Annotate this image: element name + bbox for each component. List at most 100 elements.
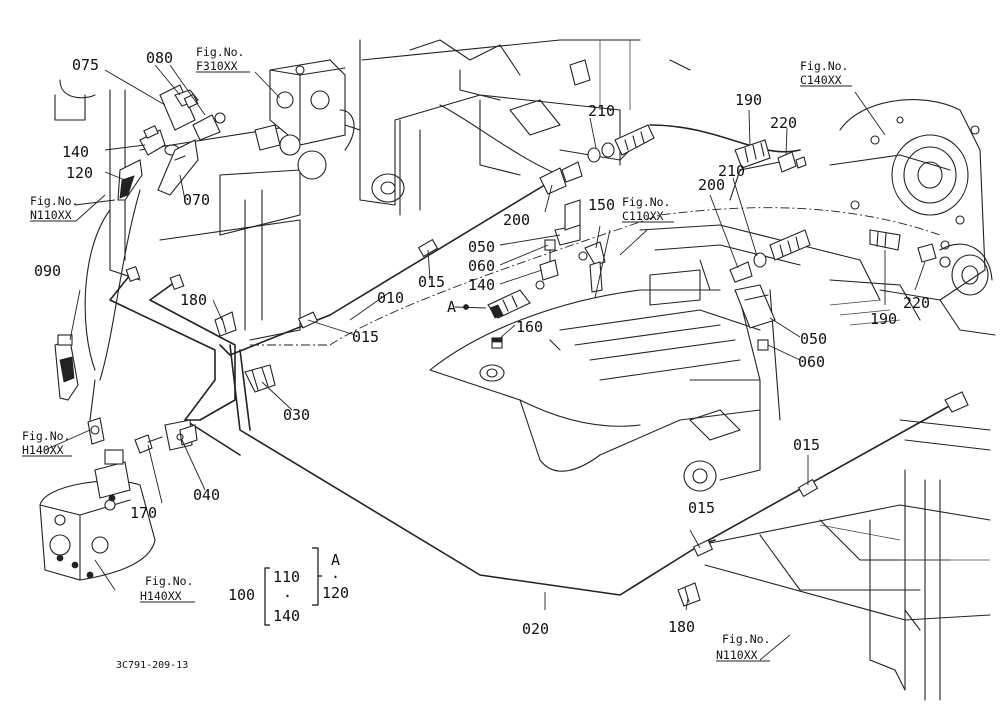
svg-text:H140XX: H140XX <box>140 589 182 603</box>
label-140-center: 140 <box>468 276 495 294</box>
label-190-upper: 190 <box>735 91 762 109</box>
hose-010-end <box>219 314 331 356</box>
label-a-ref: A <box>447 298 456 316</box>
bracket-050-right <box>734 284 776 329</box>
label-220-upper: 220 <box>770 114 797 132</box>
label-050-center: 050 <box>468 238 495 256</box>
svg-text:Fig.No.: Fig.No. <box>145 574 193 588</box>
svg-text:Fig.No.: Fig.No. <box>196 45 244 59</box>
svg-text:H140XX: H140XX <box>22 443 64 457</box>
fitting-210-right <box>753 229 811 268</box>
bolt-060-center <box>544 239 556 263</box>
label-160: 160 <box>516 318 543 336</box>
assembly-item-140: 140 <box>273 607 300 625</box>
hydraulic-lines <box>84 124 961 596</box>
label-020: 020 <box>522 620 549 638</box>
svg-text:Fig.No.: Fig.No. <box>800 59 848 73</box>
hose-left-curve <box>84 209 111 371</box>
bolt-160 <box>491 337 503 349</box>
clamp-030 <box>244 364 276 393</box>
svg-text:Fig.No.: Fig.No. <box>30 194 78 208</box>
label-015-b: 015 <box>352 328 379 346</box>
label-075: 075 <box>72 56 99 74</box>
label-080: 080 <box>146 49 173 67</box>
tractor-frame-structure <box>54 39 996 701</box>
label-170: 170 <box>130 504 157 522</box>
label-200-left: 200 <box>503 211 530 229</box>
svg-text:Fig.No.: Fig.No. <box>722 632 770 646</box>
fitting-075 <box>159 84 199 131</box>
fitting-200-left <box>539 161 583 195</box>
pipe-020 <box>229 344 961 596</box>
assembly-item-120: 120 <box>322 584 349 602</box>
assembly-item-110: 110 <box>273 568 300 586</box>
hose-fitting-090 <box>54 334 79 401</box>
svg-text:F310XX: F310XX <box>196 59 238 73</box>
label-200-right: 200 <box>698 176 725 194</box>
label-190-lower: 190 <box>870 310 897 328</box>
fitting-200-right <box>729 261 753 283</box>
label-060-right: 060 <box>798 353 825 371</box>
bracket-040 <box>164 419 198 451</box>
fig-ref-n110-upper: Fig.No. N110XX <box>30 194 106 222</box>
pipe-fittings-left <box>125 265 185 291</box>
fitting-190-upper <box>734 139 771 169</box>
bolt-170 <box>134 434 163 454</box>
fig-ref-f310: Fig.No. F310XX <box>196 45 250 73</box>
assembly-ref-a: A <box>331 551 340 569</box>
fig-ref-c140: Fig.No. C140XX <box>800 59 852 87</box>
assembly-dot-right: · <box>331 568 340 586</box>
label-015-d: 015 <box>688 499 715 517</box>
leader-lines <box>44 64 926 661</box>
fig-ref-h140-upper: Fig.No. H140XX <box>22 429 72 457</box>
assembly-legend: 100 110 · 140 A · 120 <box>228 547 349 626</box>
label-010: 010 <box>377 289 404 307</box>
fitting-210-left <box>587 124 655 163</box>
steering-unit <box>39 449 156 581</box>
svg-text:Fig.No.: Fig.No. <box>22 429 70 443</box>
end-fitting-lower-right <box>944 391 969 413</box>
svg-text:C110XX: C110XX <box>622 209 664 223</box>
label-210-right: 210 <box>718 162 745 180</box>
clamp-180-lower <box>677 582 701 607</box>
label-030: 030 <box>283 406 310 424</box>
drawing-code: 3C791-209-13 <box>116 660 188 671</box>
label-015-a: 015 <box>418 273 445 291</box>
label-220-lower: 220 <box>903 294 930 312</box>
clamp-180-upper <box>214 311 237 337</box>
pipe-left-b <box>149 281 236 421</box>
fitting-h140 <box>87 417 105 445</box>
bracket-050-center <box>554 199 581 246</box>
fitting-080 <box>164 112 226 156</box>
label-140-left: 140 <box>62 143 89 161</box>
figure-references: Fig.No. F310XX Fig.No. N110XX Fig.No. H1… <box>22 45 852 662</box>
bushing-a <box>487 280 545 319</box>
pipe-020-upper <box>239 349 251 431</box>
label-070: 070 <box>183 191 210 209</box>
label-050-right: 050 <box>800 330 827 348</box>
control-valve-assembly <box>254 59 355 180</box>
hydraulic-parts <box>39 59 969 607</box>
fitting-220-upper <box>777 151 807 173</box>
bolt-060-right <box>757 339 769 351</box>
label-090: 090 <box>34 262 61 280</box>
svg-text:C140XX: C140XX <box>800 73 842 87</box>
fig-ref-c110: Fig.No. C110XX <box>622 195 674 223</box>
hose-010 <box>329 182 549 316</box>
svg-text:N110XX: N110XX <box>716 648 758 662</box>
fig-ref-n110-lower: Fig.No. N110XX <box>716 632 770 662</box>
svg-text:N110XX: N110XX <box>30 208 72 222</box>
assembly-number: 100 <box>228 586 255 604</box>
label-180-lower: 180 <box>668 618 695 636</box>
fitting-190-lower <box>869 229 901 251</box>
part-number-labels: 075 080 140 120 070 090 180 015 015 010 … <box>34 49 930 638</box>
label-060-center: 060 <box>468 257 495 275</box>
label-015-c: 015 <box>793 436 820 454</box>
fitting-220-lower <box>917 243 951 268</box>
label-210-left: 210 <box>588 102 615 120</box>
label-180-upper: 180 <box>180 291 207 309</box>
assembly-dot-left: · <box>283 587 292 605</box>
label-150: 150 <box>588 196 615 214</box>
